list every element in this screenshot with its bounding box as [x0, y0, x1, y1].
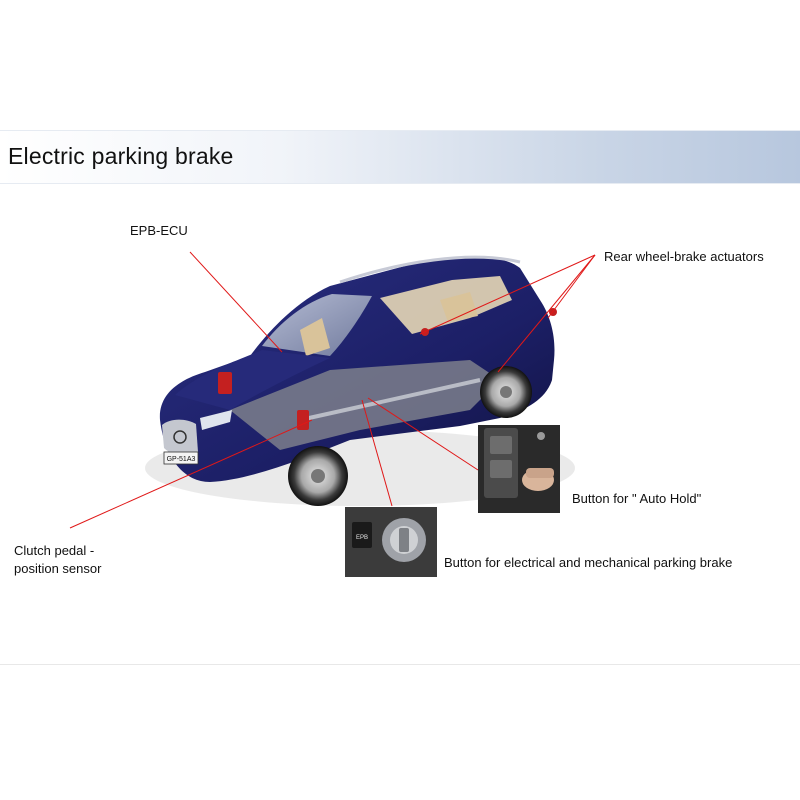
callout-epb-ecu — [189, 251, 283, 353]
callout-rear-actuator-3 — [547, 254, 596, 319]
callout-parking-button — [361, 399, 393, 507]
roof-rail — [339, 255, 521, 284]
parking-brake-inset: EPB — [345, 507, 437, 577]
front-spring — [218, 372, 232, 394]
front-wheel-hub — [311, 469, 325, 483]
license-plate-text: GP-51A3 — [167, 456, 196, 463]
callout-clutch-sensor — [69, 419, 313, 529]
epb-key-text: EPB — [356, 535, 368, 541]
interior-seat — [300, 318, 330, 356]
label-epb-ecu: EPB-ECU — [130, 223, 188, 238]
callout-rear-actuator-1 — [419, 254, 596, 335]
interior-seat-rear — [440, 292, 478, 322]
exhaust-line — [299, 378, 481, 422]
label-parking-button: Button for electrical and mechanical par… — [444, 555, 733, 570]
label-clutch-line2: position sensor — [14, 561, 102, 576]
front-grille — [162, 419, 198, 456]
callout-auto-hold — [367, 397, 479, 471]
title-band — [0, 130, 800, 184]
page-title: Electric parking brake — [8, 143, 234, 169]
label-rear-actuators: Rear wheel-brake actuators — [604, 249, 764, 264]
label-auto-hold: Button for " Auto Hold" — [572, 491, 702, 506]
vw-logo — [173, 430, 187, 444]
label-clutch-line1: Clutch pedal - — [14, 543, 95, 558]
footer-divider — [0, 664, 800, 665]
callout-rear-actuator-2 — [497, 254, 596, 373]
rear-wheel-hub — [500, 386, 512, 398]
license-plate — [163, 451, 199, 465]
front-spring-2 — [297, 410, 309, 430]
hood — [175, 350, 330, 410]
auto-hold-inset — [478, 425, 560, 513]
headlight — [200, 410, 232, 430]
